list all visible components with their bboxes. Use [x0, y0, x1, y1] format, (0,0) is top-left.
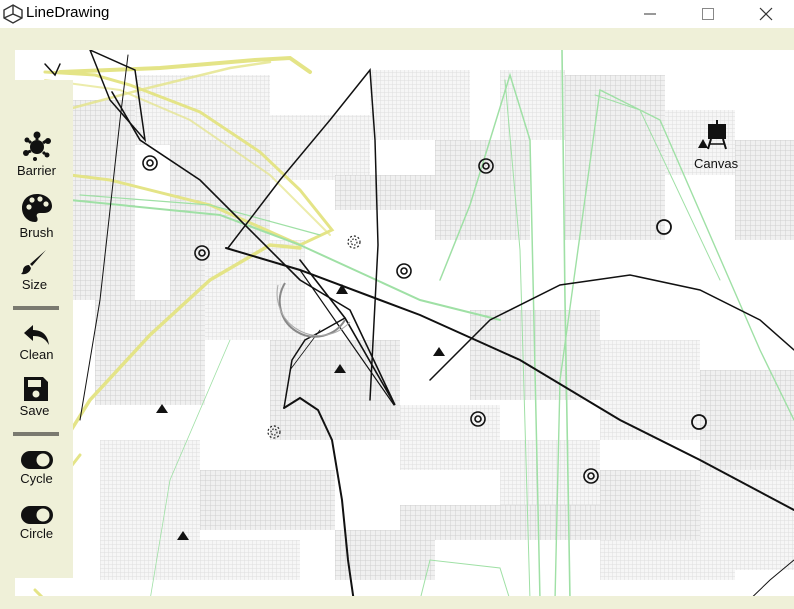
arc-shape — [278, 282, 346, 338]
toggle-icon — [20, 451, 53, 469]
save-button[interactable]: Save — [0, 376, 73, 418]
triangle-marker — [433, 347, 445, 356]
brush-button[interactable]: Brush — [0, 192, 73, 240]
maximize-icon — [702, 8, 714, 20]
minimize-icon — [644, 13, 656, 15]
triangle-marker — [156, 404, 168, 413]
canvas-drawing[interactable] — [15, 50, 794, 596]
palette-icon — [21, 194, 52, 222]
ring-target — [396, 263, 412, 279]
cycle-toggle[interactable]: Cycle — [0, 450, 73, 486]
window-titlebar: LineDrawing — [0, 0, 794, 28]
grid-tiles — [15, 70, 794, 580]
single-ring — [691, 414, 707, 430]
black-strokes — [29, 50, 794, 596]
ring-target — [470, 411, 486, 427]
triangle-marker — [334, 364, 346, 373]
minimize-button[interactable] — [622, 0, 678, 28]
left-toolbar: Barrier Brush Size Clean Save — [0, 80, 73, 578]
canvas-label[interactable]: Canvas — [694, 156, 739, 171]
clean-label: Clean — [19, 347, 54, 362]
ring-target — [583, 468, 599, 484]
triangle-marker — [336, 284, 348, 294]
size-label: Size — [21, 277, 48, 292]
maximize-button[interactable] — [680, 0, 736, 28]
easel-icon[interactable] — [698, 120, 730, 150]
cycle-label: Cycle — [20, 471, 53, 486]
unity-logo-icon — [3, 4, 23, 24]
save-label: Save — [19, 403, 50, 418]
ring-target — [142, 155, 158, 171]
green-strokes — [69, 50, 794, 596]
clean-button[interactable]: Clean — [0, 324, 73, 362]
triangle-marker — [177, 531, 189, 540]
single-ring — [656, 219, 672, 235]
circle-toggle[interactable]: Circle — [0, 505, 73, 541]
undo-arrow-icon — [23, 325, 49, 345]
close-button[interactable] — [738, 0, 794, 28]
barrier-button[interactable]: Barrier — [0, 130, 73, 178]
swirl-markers — [267, 235, 361, 439]
swirl-marker — [267, 425, 281, 439]
splat-icon — [22, 131, 51, 161]
ring-target — [194, 245, 210, 261]
toolbar-divider — [13, 432, 59, 436]
ring-target — [478, 158, 494, 174]
toolbar-divider — [13, 306, 59, 310]
close-icon — [759, 7, 773, 21]
swirl-marker — [347, 235, 361, 249]
triangle-markers — [156, 284, 445, 540]
single-rings — [656, 219, 707, 430]
toggle-icon — [20, 506, 53, 524]
window-title: LineDrawing — [26, 4, 110, 21]
floppy-disk-icon — [24, 377, 48, 401]
drawing-canvas[interactable] — [15, 50, 794, 596]
size-button[interactable]: Size — [0, 248, 73, 292]
circle-label: Circle — [19, 526, 54, 541]
ring-targets — [142, 155, 599, 484]
brush-icon — [21, 250, 46, 275]
brush-label: Brush — [19, 225, 54, 240]
barrier-label: Barrier — [16, 163, 56, 178]
